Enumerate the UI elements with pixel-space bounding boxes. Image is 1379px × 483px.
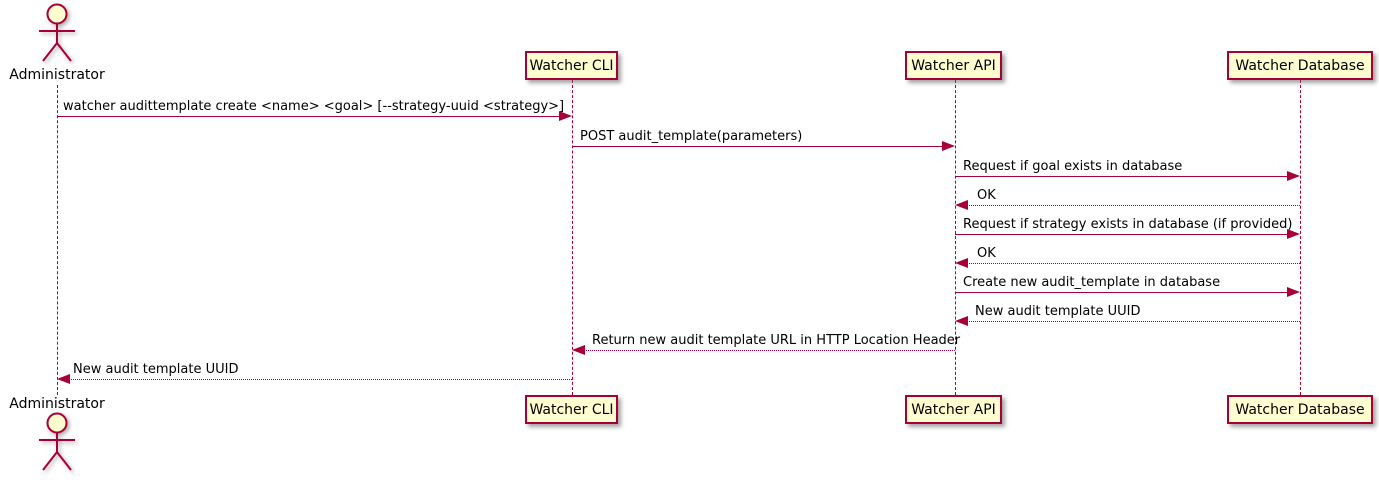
- message-label: OK: [977, 246, 996, 261]
- lifeline-watcher-api: [955, 80, 956, 395]
- lifeline-watcher-database: [1300, 80, 1301, 395]
- lifeline-watcher-cli: [572, 80, 573, 395]
- arrowhead-right-icon: [559, 111, 572, 121]
- participant-watcher-cli-bottom: Watcher CLI: [525, 395, 618, 424]
- message-line: [967, 205, 1300, 206]
- message-line: [955, 292, 1288, 293]
- message-label: Create new audit_template in database: [963, 275, 1221, 290]
- participant-watcher-database-bottom: Watcher Database: [1227, 395, 1373, 424]
- message-line: [69, 379, 572, 380]
- participant-watcher-api-top: Watcher API: [905, 51, 1002, 80]
- participant-watcher-database-top: Watcher Database: [1227, 51, 1373, 80]
- message-label: OK: [977, 188, 996, 203]
- participant-watcher-api-bottom: Watcher API: [905, 395, 1002, 424]
- message-label: New audit template UUID: [975, 304, 1141, 319]
- actor-label-bottom: Administrator: [9, 396, 105, 412]
- message-label: Request if goal exists in database: [963, 159, 1183, 174]
- arrowhead-left-icon: [572, 345, 585, 355]
- lifeline-administrator: [57, 85, 58, 395]
- participant-watcher-cli-top: Watcher CLI: [525, 51, 618, 80]
- actor-label-top: Administrator: [9, 67, 105, 83]
- arrowhead-left-icon: [955, 258, 968, 268]
- message-label: POST audit_template(parameters): [580, 129, 803, 144]
- message-label: Return new audit template URL in HTTP Lo…: [592, 333, 961, 348]
- message-line: [955, 176, 1288, 177]
- message-line: [584, 350, 955, 351]
- arrowhead-right-icon: [1287, 171, 1300, 181]
- message-label: watcher audittemplate create <name> <goa…: [63, 99, 565, 114]
- message-line: [955, 234, 1288, 235]
- arrowhead-left-icon: [955, 200, 968, 210]
- arrowhead-right-icon: [1287, 229, 1300, 239]
- message-label: New audit template UUID: [73, 362, 239, 377]
- message-label: Request if strategy exists in database (…: [963, 217, 1293, 232]
- arrowhead-right-icon: [942, 141, 955, 151]
- message-line: [967, 263, 1300, 264]
- arrowhead-right-icon: [1287, 287, 1300, 297]
- message-line: [572, 146, 943, 147]
- message-line: [967, 321, 1300, 322]
- arrowhead-left-icon: [955, 316, 968, 326]
- actor-figure-icon: [39, 412, 75, 471]
- message-line: [57, 116, 560, 117]
- actor-figure-icon: [39, 3, 75, 62]
- arrowhead-left-icon: [57, 374, 70, 384]
